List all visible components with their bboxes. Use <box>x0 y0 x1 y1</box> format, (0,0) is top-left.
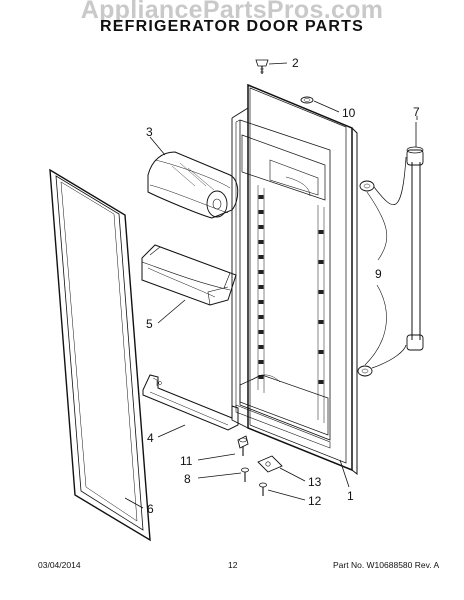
page-title: REFRIGERATOR DOOR PARTS <box>99 18 365 35</box>
door-shelf <box>142 374 239 431</box>
watermark: AppliancePartsPros.com <box>80 0 384 24</box>
hinge-bracket <box>257 455 283 473</box>
screw-12 <box>259 482 267 496</box>
callout-6: 6 <box>147 502 154 516</box>
callout-9: 9 <box>375 267 382 281</box>
door-handle <box>406 122 424 351</box>
callout-5: 5 <box>146 317 153 331</box>
leader-lines <box>124 62 418 509</box>
callout-13: 13 <box>308 475 322 489</box>
callout-10: 10 <box>342 106 356 120</box>
callout-12: 12 <box>308 494 322 508</box>
footer-date: 03/04/2014 <box>38 560 81 570</box>
door-gasket <box>49 168 151 542</box>
callout-4: 4 <box>147 431 154 445</box>
upper-bin-cover <box>147 151 239 219</box>
top-plug <box>300 96 314 104</box>
callout-7: 7 <box>413 105 420 119</box>
callout-1: 1 <box>347 489 354 503</box>
callout-3: 3 <box>146 125 153 139</box>
door-assembly <box>231 83 358 476</box>
footer-page-number: 12 <box>228 560 238 570</box>
door-bin <box>141 244 237 306</box>
callout-2: 2 <box>292 56 299 70</box>
callout-8: 8 <box>184 472 191 486</box>
footer-part-number: Part No. W10688580 Rev. A <box>333 560 440 570</box>
screw-8 <box>241 467 249 482</box>
hinge-pin <box>237 435 249 456</box>
handle-washers <box>357 156 407 377</box>
callout-11: 11 <box>180 454 193 468</box>
top-screw <box>255 59 269 74</box>
